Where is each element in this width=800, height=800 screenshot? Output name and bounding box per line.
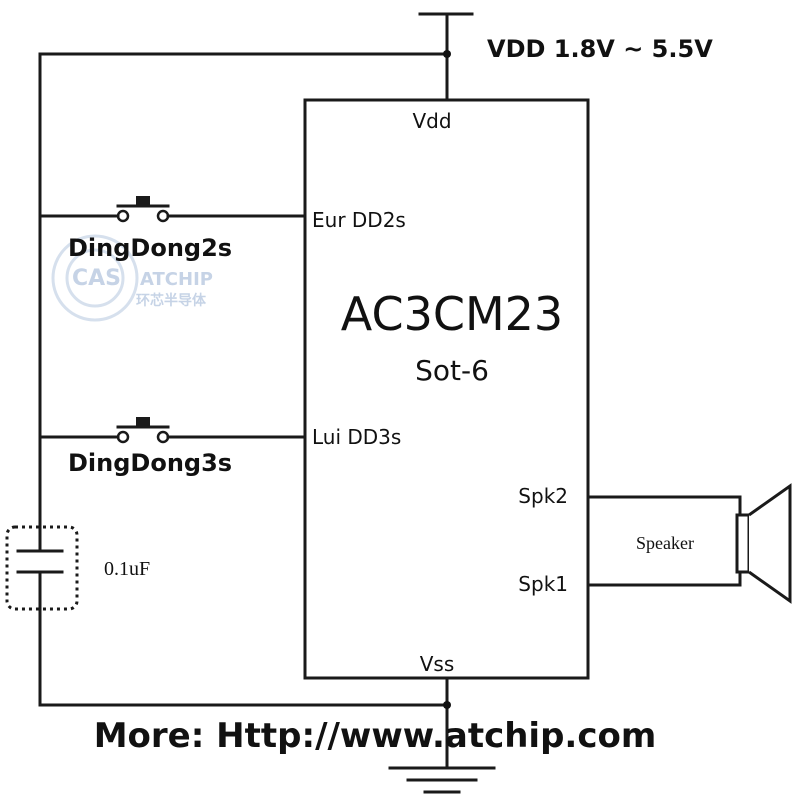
vdd-rail <box>38 12 474 102</box>
speaker-wiring <box>586 495 742 587</box>
junction-dot <box>443 50 451 58</box>
button-label-dingdong2s: DingDong2s <box>68 234 232 262</box>
pin-eur-label: Eur DD2s <box>312 208 406 232</box>
button-label-dingdong3s: DingDong3s <box>68 449 232 477</box>
pushbutton-dingdong3s <box>38 417 307 444</box>
ground-wiring <box>38 676 451 770</box>
footer-url: More: Http://www.atchip.com <box>94 716 657 756</box>
pin-vss-label: Vss <box>420 652 455 676</box>
pin-lui-label: Lui DD3s <box>312 425 401 449</box>
pin-spk2-label: Spk2 <box>518 484 568 508</box>
watermark-ring-text: CAS <box>72 266 121 291</box>
pin-spk1-label: Spk1 <box>518 572 568 596</box>
watermark-brand: ATCHIP <box>140 269 213 290</box>
pushbutton-dingdong2s <box>38 196 307 223</box>
speaker-icon <box>735 483 792 604</box>
chip-body <box>303 98 590 680</box>
vdd-label: VDD 1.8V ~ 5.5V <box>487 35 713 63</box>
watermark-cn: 环芯半导体 <box>136 292 207 309</box>
capacitor <box>5 525 79 611</box>
capacitor-label: 0.1uF <box>104 558 150 580</box>
watermark-logo-left: CAS ATCHIP 环芯半导体 <box>51 234 213 322</box>
chip-package: Sot-6 <box>415 354 489 387</box>
speaker-label: Speaker <box>636 533 694 553</box>
pin-vdd-label: Vdd <box>412 109 451 133</box>
chip-name: AC3CM23 <box>341 287 563 341</box>
ground-icon <box>388 766 496 794</box>
